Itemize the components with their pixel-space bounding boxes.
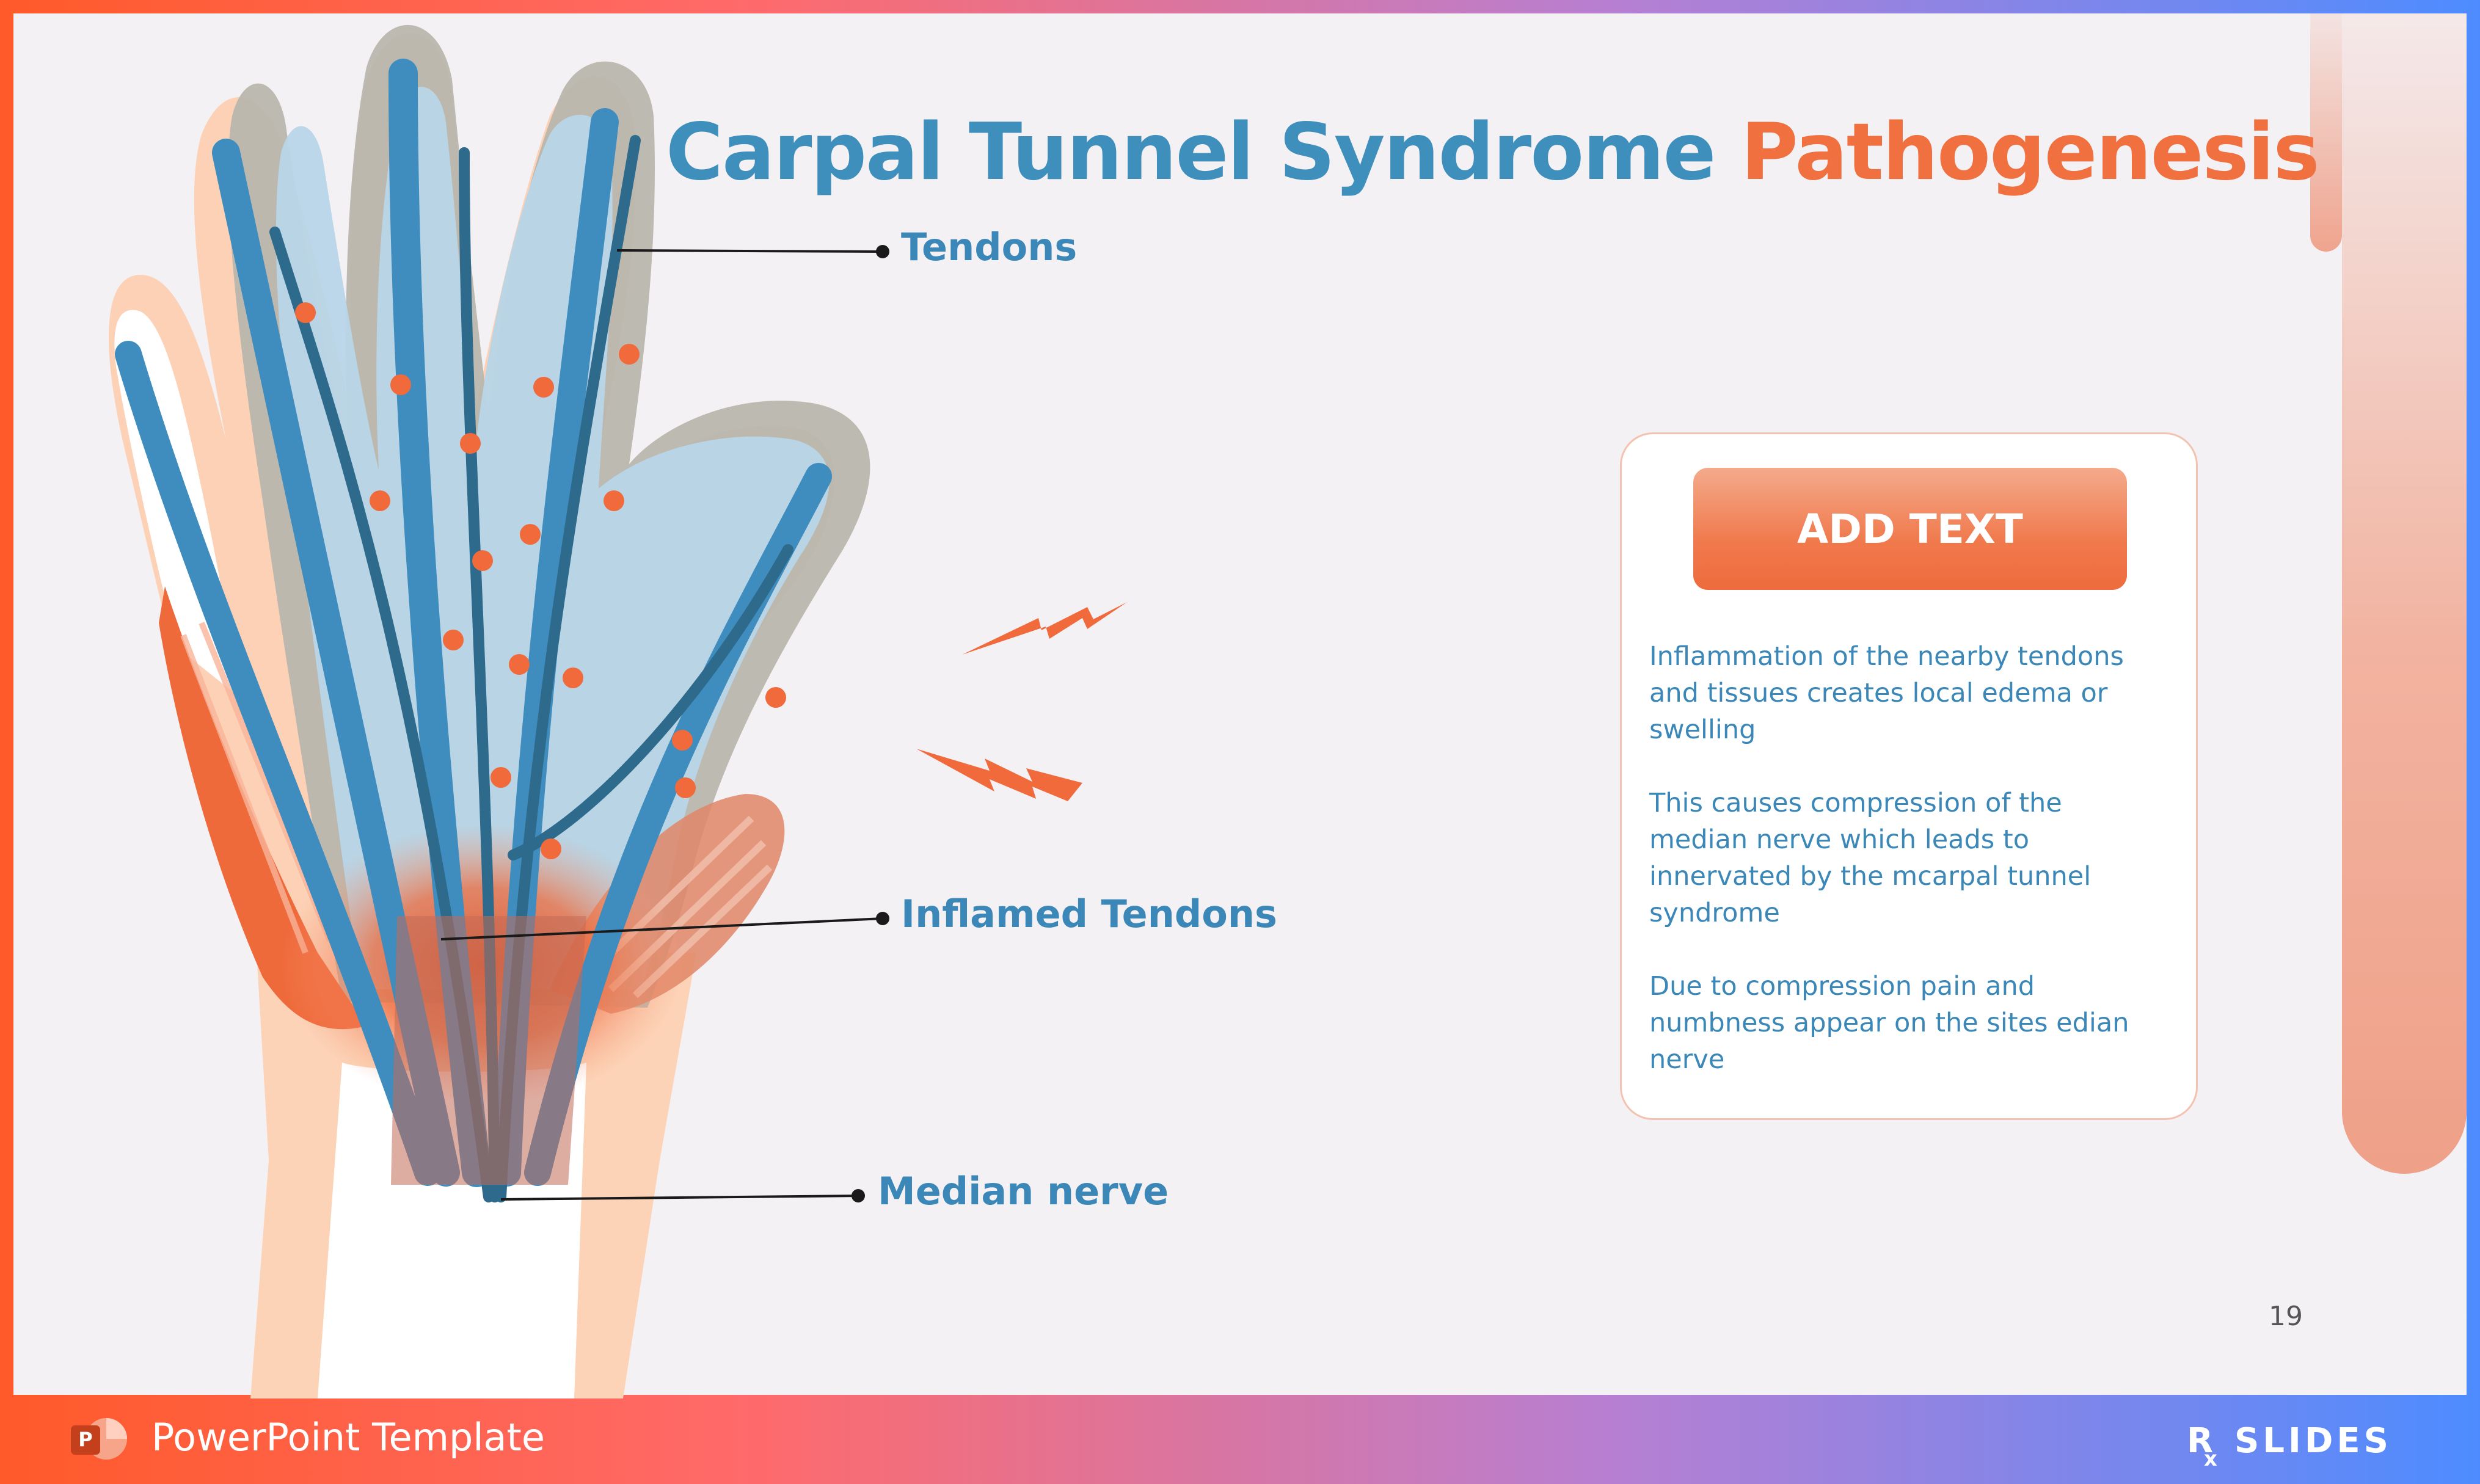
pointer-dot-nerve: [852, 1189, 865, 1202]
card-paragraph-3: Due to compression pain and numbness app…: [1649, 971, 2129, 1075]
title-highlight: Pathogenesis: [1740, 107, 2320, 198]
svg-text:P: P: [78, 1428, 92, 1451]
label-inflamed-tendons: Inflamed Tendons: [901, 892, 1277, 936]
powerpoint-icon: P: [71, 1418, 127, 1460]
card-paragraph-2: This causes compression of the median ne…: [1649, 788, 2092, 928]
decorative-bar-thin: [2310, 13, 2342, 252]
pain-bolt-icon: [962, 602, 1127, 655]
svg-text:x: x: [2204, 1447, 2217, 1469]
label-median-nerve: Median nerve: [878, 1169, 1169, 1213]
decorative-bar-wide: [2342, 13, 2467, 1174]
wrist-band: [391, 916, 586, 1185]
label-pointer-lines: [440, 249, 883, 1201]
pain-bolt-icon: [916, 749, 1082, 801]
pointer-dot-tendons: [876, 245, 889, 258]
label-tendons: Tendons: [901, 225, 1078, 269]
add-text-button[interactable]: ADD TEXT: [1693, 468, 2127, 590]
muscle-left: [159, 586, 367, 1030]
brand-text: SLIDES: [2234, 1421, 2392, 1461]
pointer-dot-inflamed: [876, 912, 889, 925]
page-title: Carpal Tunnel Syndrome Pathogenesis: [666, 98, 2320, 208]
footer-template-label: PowerPoint Template: [151, 1415, 545, 1460]
svg-text:R: R: [2187, 1421, 2213, 1461]
inflammation-dots: [295, 302, 786, 859]
card-paragraph-1: Inflammation of the nearby tendons and t…: [1649, 641, 2124, 745]
title-main: Carpal Tunnel Syndrome: [666, 107, 1716, 198]
page-number: 19: [2269, 1301, 2303, 1332]
rx-slides-logo: R x SLIDES: [2187, 1421, 2392, 1469]
